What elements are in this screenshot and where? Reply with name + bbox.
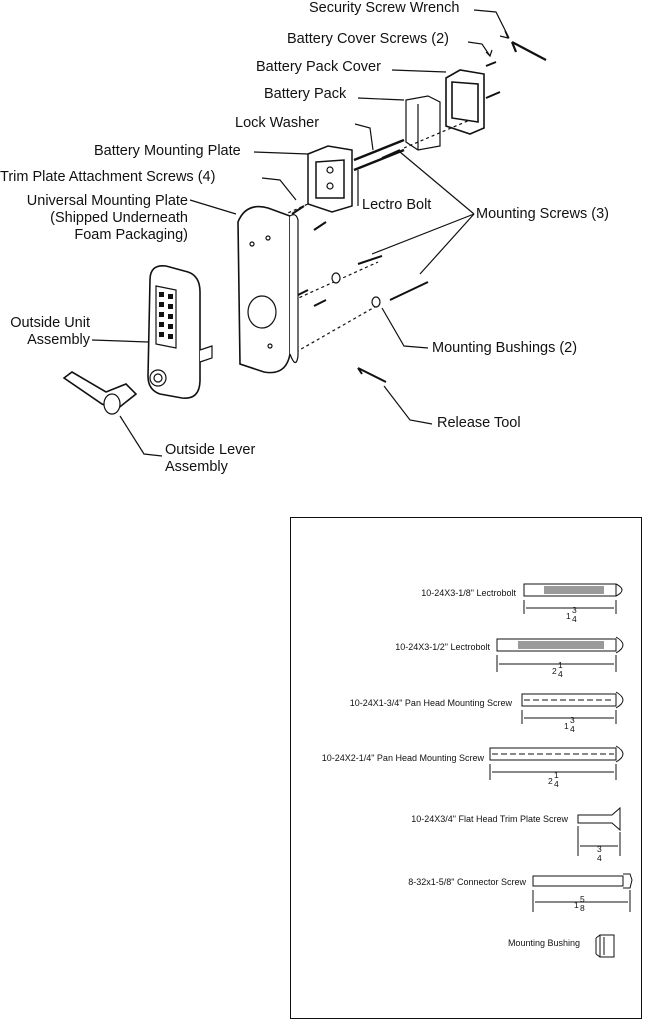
hardware-name-flat-head: 10-24X3/4" Flat Head Trim Plate Screw — [411, 814, 568, 824]
hardware-item-lectrobolt-long — [496, 636, 624, 672]
hardware-name-lectrobolt-long: 10-24X3-1/2" Lectrobolt — [395, 642, 490, 652]
lectro-bolt-2 — [353, 148, 405, 172]
label-security-wrench: Security Screw Wrench — [309, 0, 460, 16]
mounting-screw-1 — [357, 255, 383, 265]
svg-text:4: 4 — [570, 724, 575, 734]
svg-text:4: 4 — [554, 779, 559, 789]
label-mounting-screws: Mounting Screws (3) — [476, 206, 609, 222]
label-universal-plate-line3: Foam Packaging) — [74, 227, 188, 243]
mounting-bushing-1 — [331, 272, 341, 284]
label-battery-mounting-plate: Battery Mounting Plate — [94, 143, 241, 159]
svg-text:5: 5 — [580, 894, 585, 904]
svg-text:2: 2 — [548, 776, 553, 786]
hardware-item-pan-head-short — [521, 691, 624, 724]
mounting-screw-2 — [389, 281, 429, 301]
svg-text:3: 3 — [597, 844, 602, 854]
battery-cover-screw-2 — [485, 91, 501, 99]
hardware-item-flat-head — [577, 806, 621, 856]
label-universal-plate-line1: Universal Mounting Plate — [26, 193, 188, 209]
svg-text:1: 1 — [564, 721, 569, 731]
dim-lectrobolt-long: 2 1 4 — [552, 660, 563, 679]
leader-universal-plate — [189, 199, 237, 215]
label-battery-pack: Battery Pack — [264, 86, 347, 102]
trim-plate-screw-1 — [291, 205, 305, 215]
battery-pack-shape — [405, 95, 441, 151]
battery-mounting-plate-shape — [307, 145, 353, 213]
hardware-name-lectrobolt-short: 10-24X3-1/8" Lectrobolt — [421, 588, 516, 598]
label-outside-lever-line2: Assembly — [165, 459, 228, 475]
mounting-bushing-2 — [371, 296, 381, 308]
dim-pan-head-long: 2 1 4 — [548, 770, 559, 789]
hardware-item-bushing — [595, 934, 615, 958]
svg-text:8: 8 — [580, 903, 585, 913]
label-outside-unit-line1: Outside Unit — [10, 315, 90, 331]
dim-lectrobolt-short: 1 3 4 — [566, 605, 577, 624]
svg-text:4: 4 — [572, 614, 577, 624]
leader-battery-pack-cover — [391, 69, 447, 73]
leader-mounting-bushings — [381, 307, 429, 349]
svg-text:4: 4 — [558, 669, 563, 679]
svg-text:2: 2 — [552, 666, 557, 676]
leader-battery-pack — [357, 97, 405, 101]
leader-mounting-screws-3 — [419, 213, 475, 275]
leader-release-tool — [383, 385, 433, 425]
label-mounting-bushings: Mounting Bushings (2) — [432, 340, 578, 356]
trim-plate-screw-4 — [313, 299, 327, 307]
label-release-tool: Release Tool — [437, 415, 521, 431]
hardware-name-pan-head-long: 10-24X2-1/4" Pan Head Mounting Screw — [322, 753, 485, 763]
hardware-item-pan-head-long — [489, 745, 624, 780]
hardware-item-connector-screw — [532, 873, 633, 912]
hardware-name-pan-head-short: 10-24X1-3/4" Pan Head Mounting Screw — [350, 698, 513, 708]
label-outside-lever-line1: Outside Lever — [165, 442, 256, 458]
svg-text:3: 3 — [570, 715, 575, 725]
svg-text:4: 4 — [597, 853, 602, 863]
leader-battery-mounting-plate — [253, 151, 309, 155]
label-outside-unit-line2: Assembly — [27, 332, 90, 348]
hardware-item-lectrobolt-short — [523, 583, 623, 614]
battery-cover-screw-1 — [485, 61, 497, 67]
battery-pack-cover-shape — [445, 69, 485, 135]
dim-pan-head-short: 1 3 4 — [564, 715, 575, 734]
label-battery-cover-screws: Battery Cover Screws (2) — [287, 31, 449, 47]
hardware-reference-box — [290, 517, 642, 1019]
mounting-screw-3 — [381, 149, 401, 159]
hardware-name-connector-screw: 8-32x1-5/8" Connector Screw — [408, 877, 526, 887]
label-trim-plate-screws: Trim Plate Attachment Screws (4) — [0, 169, 216, 185]
label-lock-washer: Lock Washer — [235, 115, 320, 131]
release-tool-shape — [357, 367, 387, 383]
svg-text:3: 3 — [572, 605, 577, 615]
label-universal-plate-line2: (Shipped Underneath — [50, 210, 188, 226]
leader-outside-unit — [91, 339, 149, 343]
label-lectro-bolt: Lectro Bolt — [362, 197, 432, 213]
leader-lock-washer — [354, 123, 374, 151]
trim-plate-screw-2 — [313, 221, 327, 231]
leader-outside-lever — [119, 415, 163, 457]
leader-battery-cover-screws — [467, 41, 491, 57]
svg-text:1: 1 — [574, 900, 579, 910]
svg-text:1: 1 — [558, 660, 563, 670]
label-battery-pack-cover: Battery Pack Cover — [256, 59, 381, 75]
leader-trim-plate-screws — [261, 177, 297, 201]
svg-text:1: 1 — [554, 770, 559, 780]
security-wrench-shape — [510, 41, 547, 61]
hardware-name-bushing: Mounting Bushing — [508, 938, 580, 948]
dim-flat-head: 3 4 — [597, 844, 602, 863]
dim-connector-screw: 1 5 8 — [574, 894, 585, 913]
leader-mounting-screws-1 — [399, 151, 475, 215]
leader-security-wrench — [473, 9, 510, 39]
lectro-bolt-1 — [353, 138, 405, 162]
leader-mounting-screws-2 — [371, 213, 475, 255]
svg-text:1: 1 — [566, 611, 571, 621]
